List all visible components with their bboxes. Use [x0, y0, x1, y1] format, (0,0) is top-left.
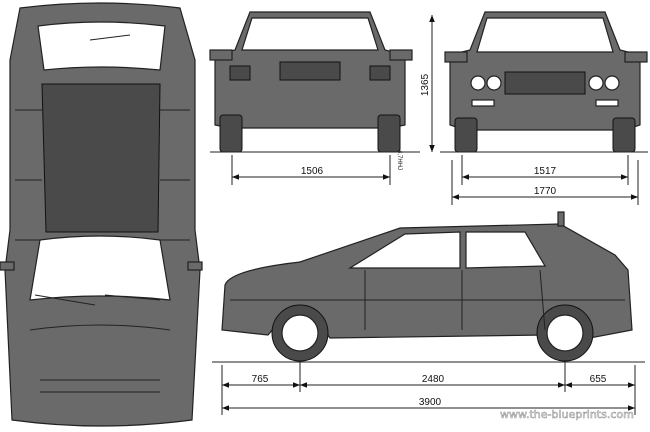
rear-overhang-label: 655: [590, 374, 607, 385]
top-view: [0, 2, 203, 427]
front-view: [444, 11, 648, 153]
windshield: [29, 235, 171, 301]
dimension-lines: [221, 15, 639, 415]
left-mirror: [0, 261, 15, 271]
rear-track-label: 1506: [301, 166, 324, 177]
roof: [41, 83, 161, 233]
rear-window: [37, 21, 166, 71]
watermark: www.the-blueprints.com: [500, 408, 634, 421]
wheelbase-label: 2480: [422, 374, 445, 385]
rear-view: [209, 11, 413, 153]
front-overhang-label: 765: [252, 374, 269, 385]
height-label: 1365: [420, 73, 431, 96]
side-view: [221, 211, 633, 362]
front-track-label: 1517: [534, 166, 557, 177]
right-mirror: [187, 261, 203, 271]
side-note: 4,7HHJ: [396, 150, 402, 170]
length-label: 3900: [419, 397, 442, 408]
width-label: 1770: [534, 186, 557, 197]
